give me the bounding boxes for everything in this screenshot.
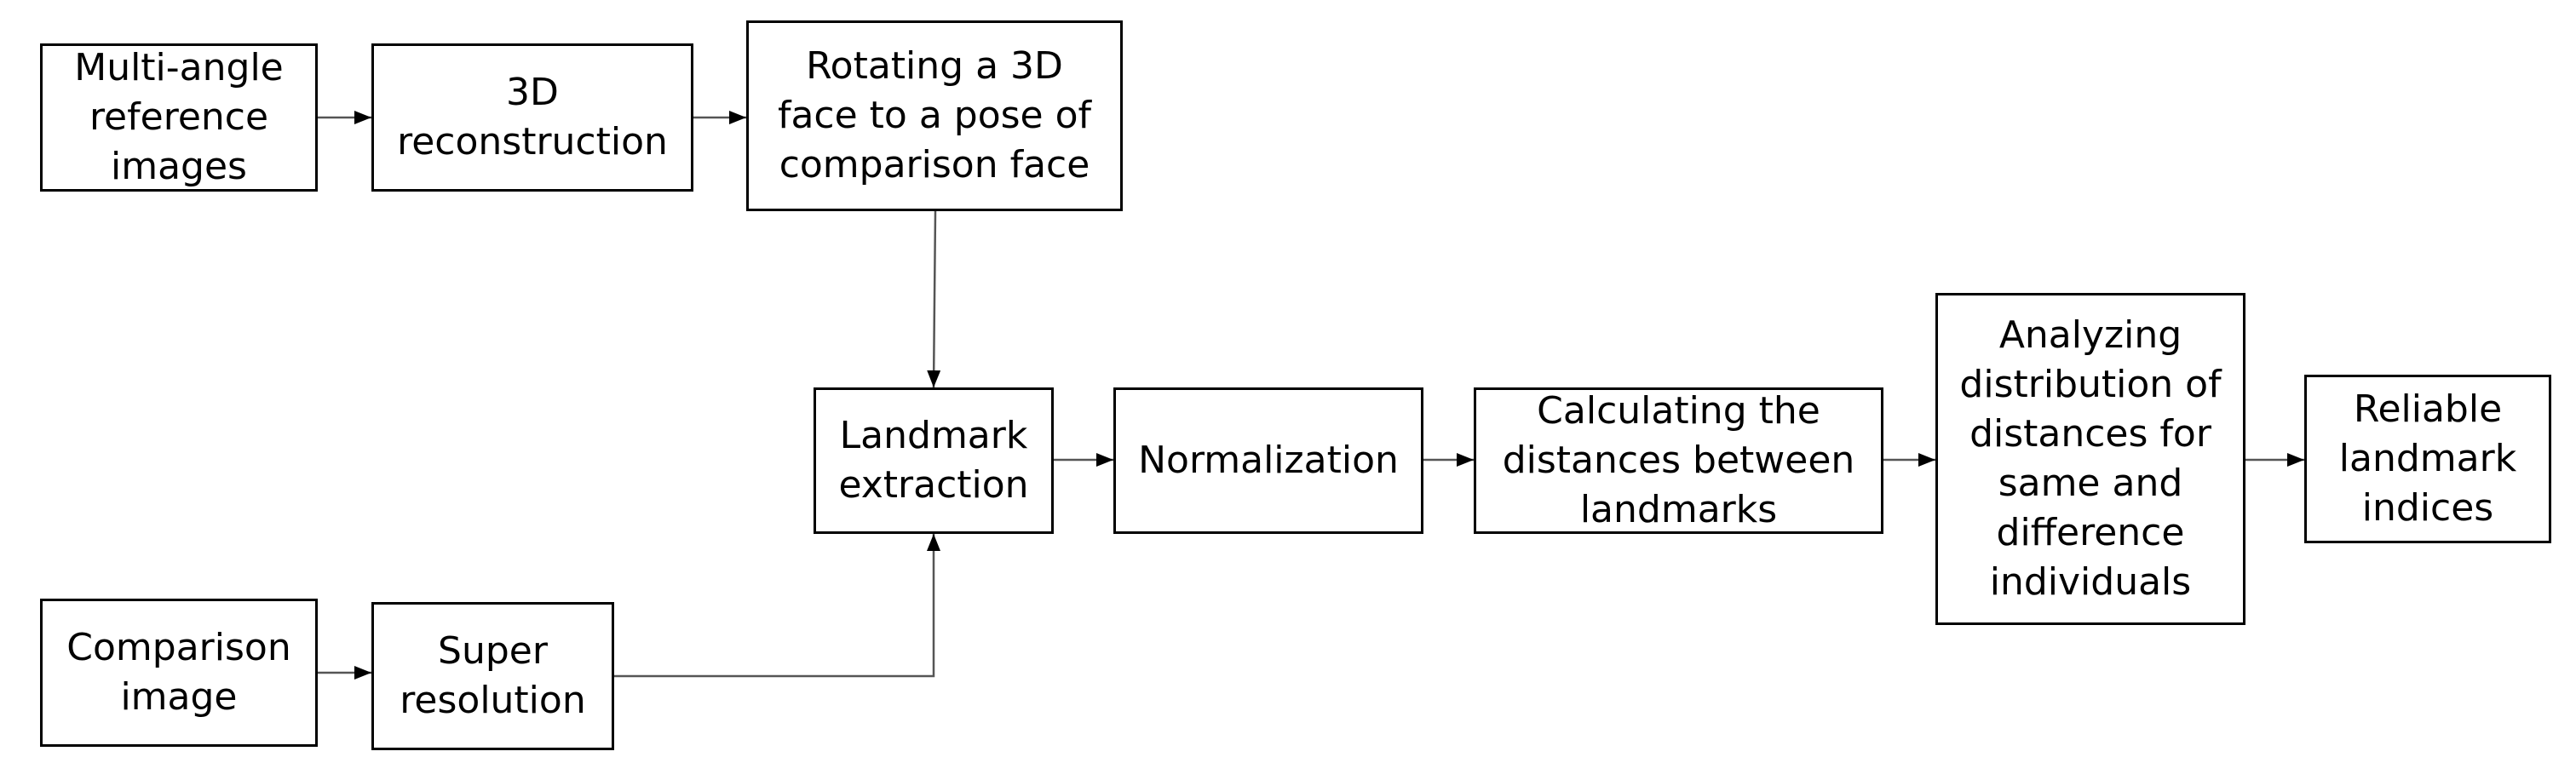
arrow-rotating-3d-face-to-landmark-extraction — [927, 210, 941, 388]
node-calculating-distances: Calculating the distances between landma… — [1474, 387, 1883, 534]
node-reliable-landmark-indices: Reliable landmark indices — [2304, 375, 2551, 543]
node-comparison-image: Comparison image — [40, 599, 318, 747]
node-multi-angle-reference-images: Multi-angle reference images — [40, 43, 318, 192]
node-normalization: Normalization — [1113, 387, 1423, 534]
node-super-resolution: Super resolution — [371, 602, 614, 750]
node-3d-reconstruction: 3D reconstruction — [371, 43, 693, 192]
node-rotating-3d-face: Rotating a 3D face to a pose of comparis… — [746, 20, 1123, 211]
node-analyzing-distribution: Analyzing distribution of distances for … — [1935, 293, 2245, 625]
node-landmark-extraction: Landmark extraction — [814, 387, 1054, 534]
arrow-super-resolution-to-landmark-extraction — [614, 534, 940, 678]
